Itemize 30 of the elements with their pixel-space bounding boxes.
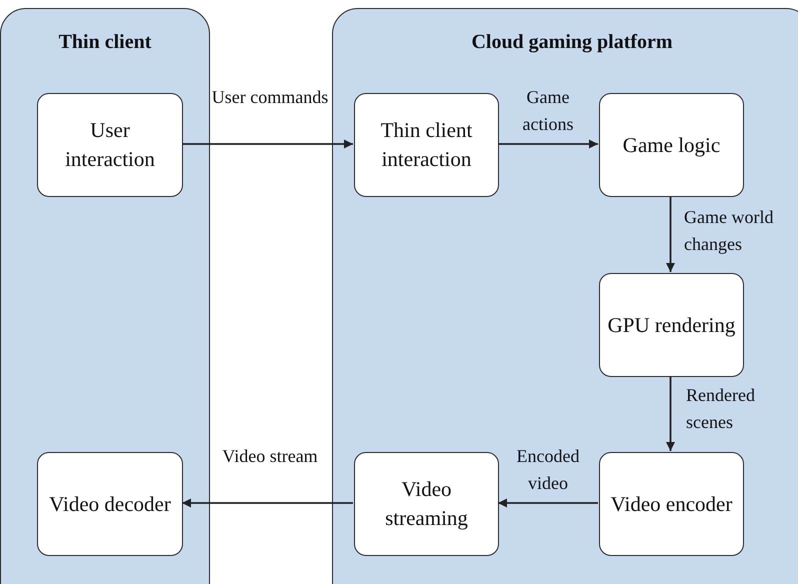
edge-label: Encoded video: [516, 445, 580, 495]
box-label: Video encoder: [610, 490, 734, 518]
group-panel: [332, 8, 798, 584]
box-label: Video streaming: [384, 476, 469, 532]
edge-label: Game world changes: [684, 206, 774, 256]
group-panel: [0, 8, 210, 584]
process-box: [354, 93, 499, 197]
arrow: [182, 498, 353, 508]
process-box: [37, 452, 183, 556]
arrow: [182, 140, 353, 148]
box-label: Thin client interaction: [380, 117, 474, 173]
arrow: [498, 498, 598, 508]
box-label: User interaction: [64, 117, 156, 173]
arrow: [666, 376, 675, 451]
edge-label: Game actions: [522, 86, 574, 136]
edge-label: Video stream: [221, 445, 319, 468]
box-label: Game logic: [622, 132, 722, 158]
box-label: GPU rendering: [606, 312, 736, 338]
process-box: [599, 273, 744, 377]
process-box: [354, 452, 499, 556]
edge-label: Rendered scenes: [686, 384, 756, 434]
box-label: Video decoder: [48, 490, 172, 518]
process-box: [37, 93, 183, 197]
edge-label: User commands: [210, 86, 330, 109]
panel-title: Thin client: [58, 31, 152, 54]
arrow: [498, 140, 598, 148]
panel-title: Cloud gaming platform: [470, 31, 674, 54]
process-box: [599, 452, 744, 556]
process-box: [599, 93, 744, 197]
arrow: [666, 196, 675, 272]
